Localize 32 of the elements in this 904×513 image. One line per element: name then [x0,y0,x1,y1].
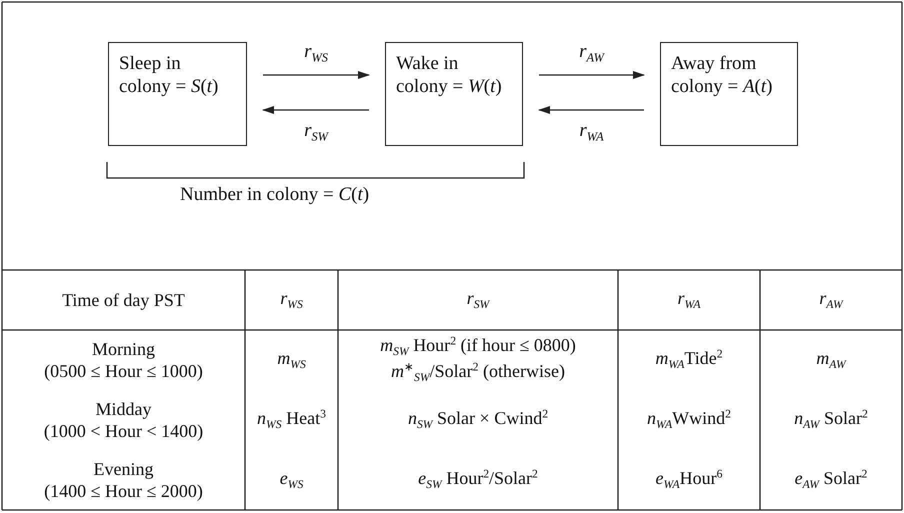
state-box: Away from colony = A(t) [660,42,798,146]
table-cell-text: e$_{WS}$ [280,467,304,493]
edge-label: r$_{SW}$ [303,120,330,144]
column-header: Time of day PST [62,288,185,312]
table-cell-text: n$_{WA}$Wwind$^{2}$ [647,407,731,433]
table-cell-text: m$_{AW}$ [816,347,846,373]
table-cell-text: Evening (1400 ≤ Hour ≤ 2000) [44,458,203,502]
edge-label: r$_{WS}$ [303,41,329,66]
column-header: r$_{WA}$ [677,287,701,313]
edge-label: r$_{WA}$ [578,120,605,144]
state-box: Sleep in colony = S(t) [108,42,247,146]
table-cell-text: n$_{WS}$ Heat$^{3}$ [257,407,326,433]
edge-label: r$_{AW}$ [578,41,606,66]
column-header: r$_{AW}$ [819,287,843,313]
table-cell-text: n$_{SW}$ Solar × Cwind$^{2}$ [408,407,548,433]
arrow [262,106,369,114]
group-label: Number in colony = C(t) [180,184,370,206]
column-header: r$_{SW}$ [466,287,490,313]
table-cell-text: n$_{AW}$ Solar$^{2}$ [794,407,868,433]
table-cell-text: e$_{SW}$ Hour$^{2}$/Solar$^{2}$ [418,467,538,493]
table-cell-text: e$_{WA}$Hour$^{6}$ [656,467,722,493]
table-cell-text: m$_{SW}$ Hour$^{2}$ (if hour ≤ 0800) m$^{∗}$$_{SW}$/Solar$^{2}$ (otherwise) [379,334,577,386]
table-cell-text: Midday (1000 < Hour < 1400) [44,398,204,442]
table-cell-text: m$_{WA}$Tide$^{2}$ [655,347,723,373]
table-cell-text: Morning (0500 ≤ Hour ≤ 1000) [44,338,203,382]
arrow [263,71,370,79]
state-box: Wake in colony = W(t) [385,42,523,146]
column-header: r$_{WS}$ [280,287,303,313]
arrow [538,106,644,114]
table-cell-text: m$_{WS}$ [277,347,306,373]
arrow [539,71,645,79]
table-cell-text: e$_{AW}$ Solar$^{2}$ [794,467,868,493]
